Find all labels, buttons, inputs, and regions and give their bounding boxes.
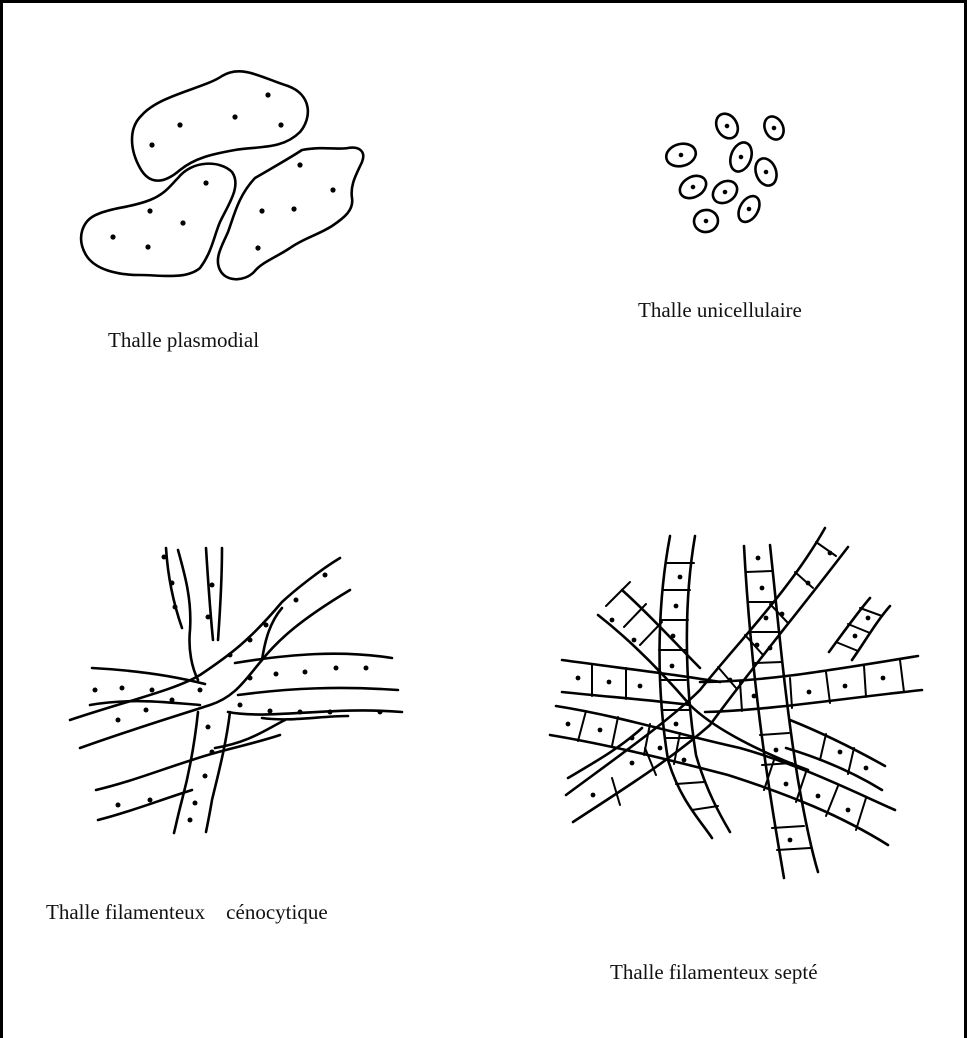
plasmodial-thallus-drawing: [81, 71, 363, 279]
label-thalle-unicellulaire: Thalle unicellulaire: [638, 300, 802, 321]
label-thalle-filamenteux-cenocytique: Thalle filamenteux cénocytique: [46, 902, 328, 923]
unicellular-thallus-drawing: [664, 110, 788, 234]
label-thalle-plasmodial: Thalle plasmodial: [108, 330, 259, 351]
coenocytic-thallus-drawing: [70, 548, 402, 833]
septate-thallus-drawing: [550, 528, 922, 878]
plasmodium-blob-right: [218, 148, 363, 280]
label-thalle-filamenteux-septe: Thalle filamenteux septé: [610, 962, 818, 983]
